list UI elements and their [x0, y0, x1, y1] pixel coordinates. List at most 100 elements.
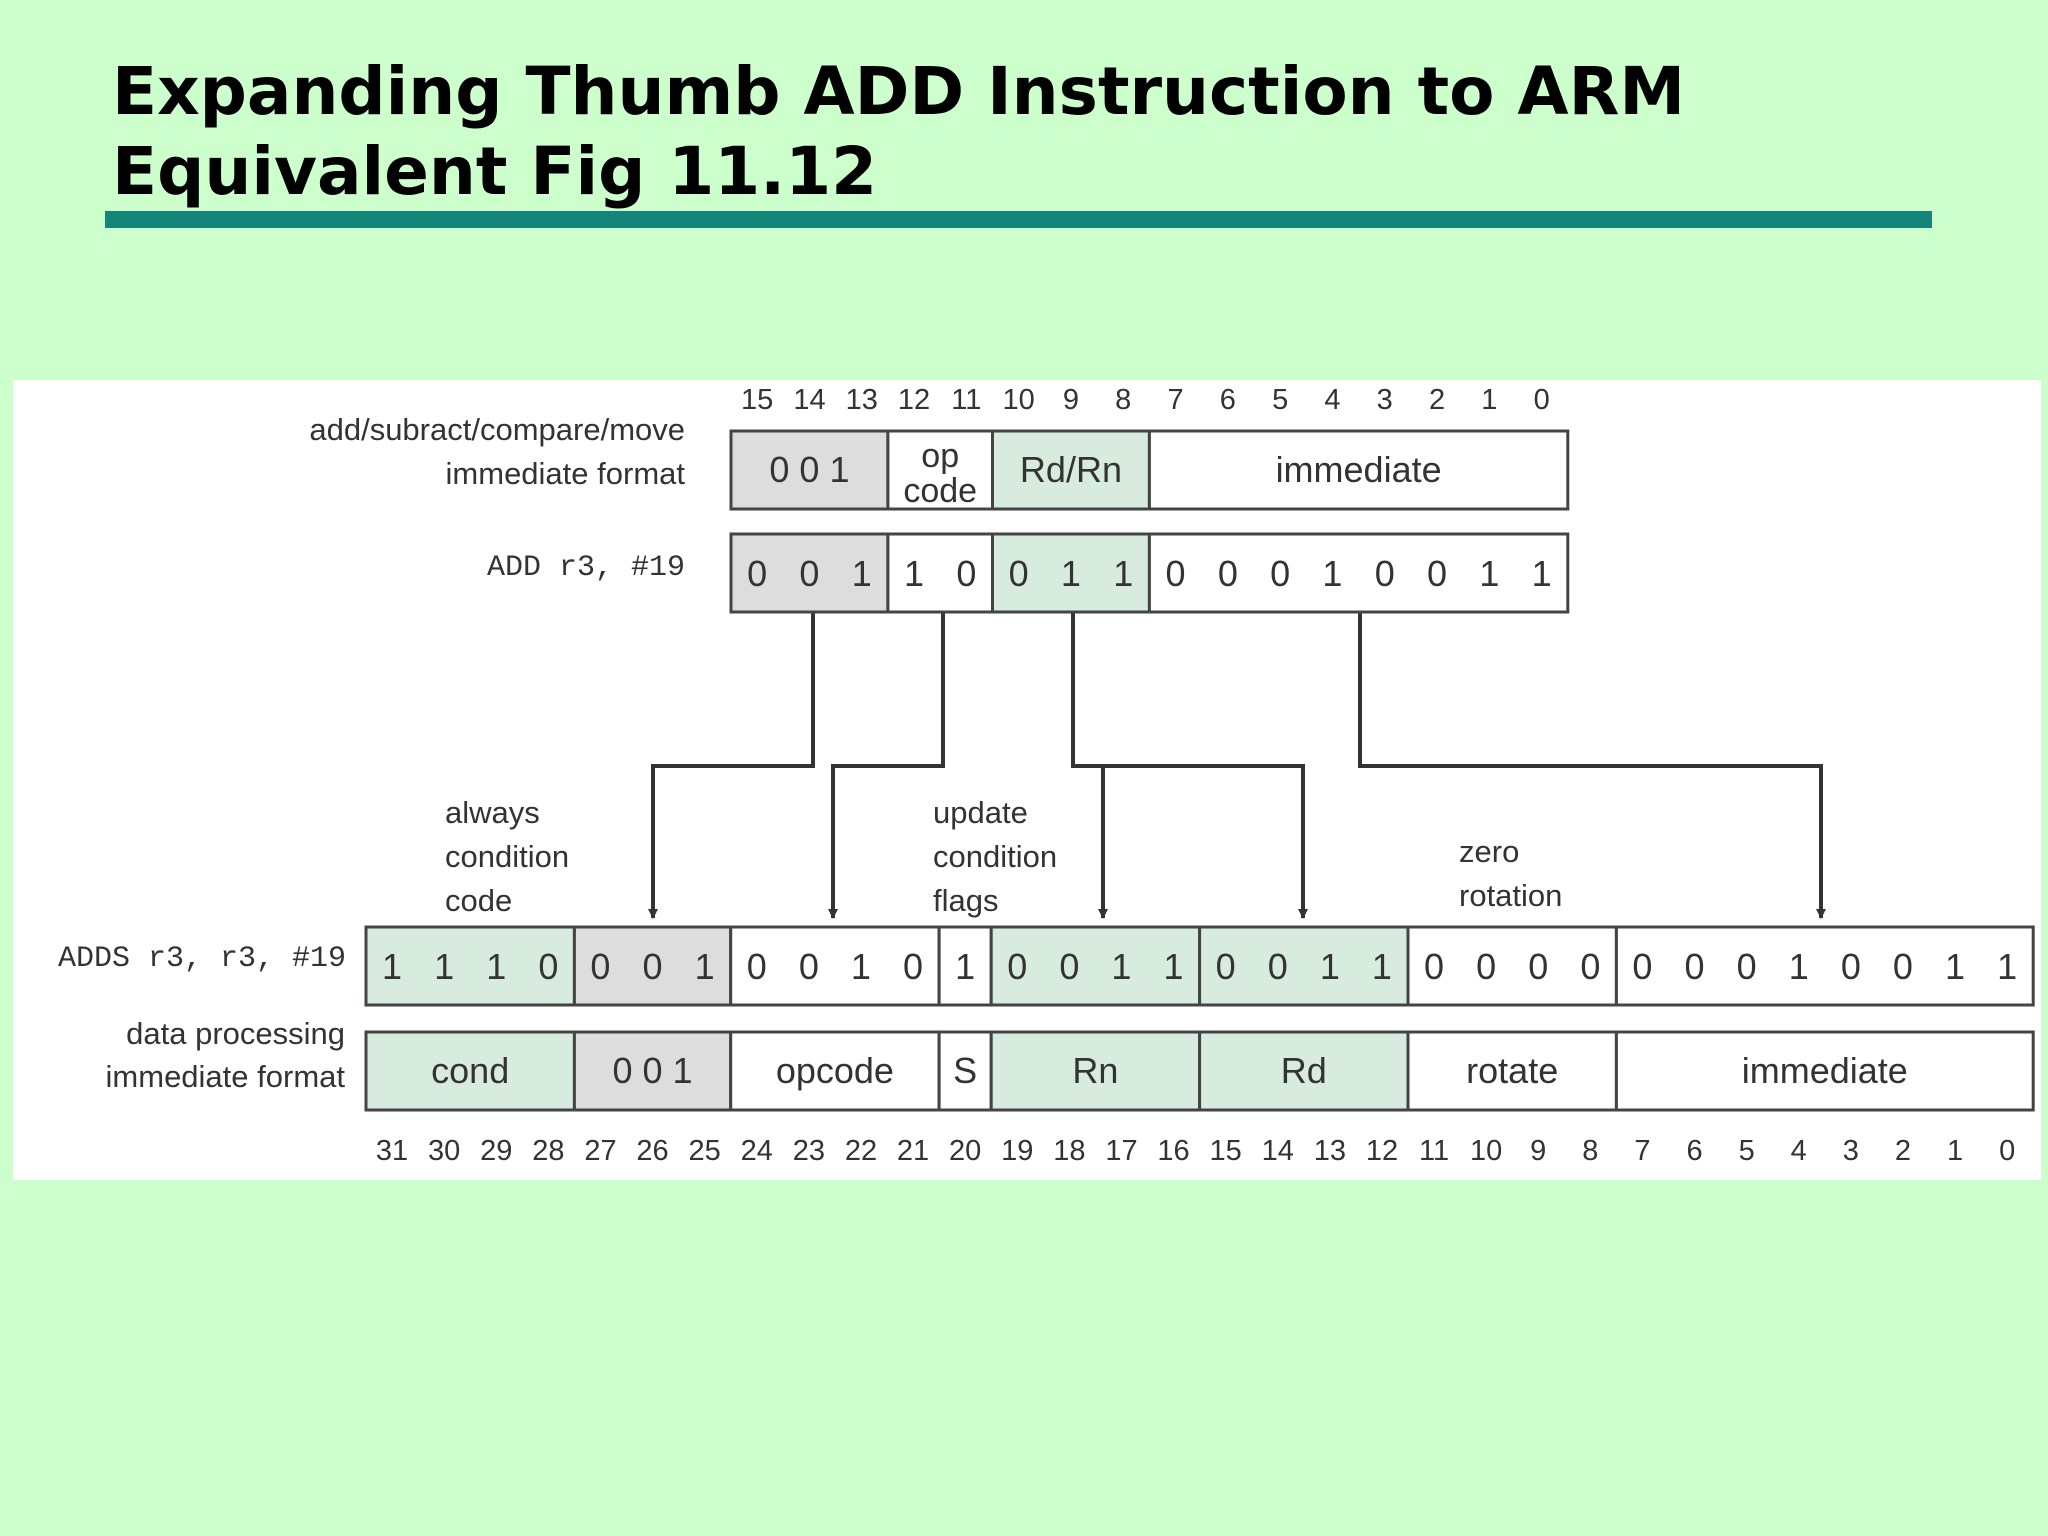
- arm-instruction-field: [572, 925, 733, 1007]
- arm-instruction-bit: 1: [382, 946, 402, 987]
- arm-bit-number: 24: [741, 1135, 773, 1167]
- always-condition-label-line3: code: [445, 883, 512, 918]
- arm-bit-number: 20: [949, 1135, 981, 1167]
- arm-bit-number: 25: [689, 1135, 721, 1167]
- thumb-bit-number: 4: [1324, 384, 1340, 416]
- arm-instruction-bit: 1: [1789, 946, 1809, 987]
- thumb-bit-number: 9: [1063, 384, 1079, 416]
- instruction-diagram: add/subract/compare/move immediate forma…: [58, 384, 2035, 1167]
- arm-bit-number: 1: [1947, 1135, 1963, 1167]
- arm-format-field-label: rotate: [1466, 1050, 1558, 1091]
- thumb-format-field: [886, 429, 995, 511]
- thumb-instruction-bit: 1: [904, 553, 924, 594]
- arm-instruction-bit: 0: [1737, 946, 1757, 987]
- instruction-format-figure: add/subract/compare/move immediate forma…: [13, 380, 2041, 1180]
- arm-bit-number: 16: [1157, 1135, 1189, 1167]
- thumb-bit-number: 7: [1167, 384, 1183, 416]
- arm-instruction-bit: 1: [1111, 946, 1131, 987]
- arm-instruction-bit: 0: [1632, 946, 1652, 987]
- arm-bit-number: 10: [1470, 1135, 1502, 1167]
- thumb-instruction-bit: 0: [1270, 553, 1290, 594]
- arm-bit-number: 8: [1582, 1135, 1598, 1167]
- thumb-bit-number: 11: [951, 384, 981, 416]
- thumb-instruction-label: ADD r3, #19: [487, 551, 685, 585]
- arm-instruction-bit: 1: [1372, 946, 1392, 987]
- title-underline: [105, 211, 1932, 228]
- arm-bit-number: 26: [636, 1135, 668, 1167]
- thumb-format-field-label: op: [921, 437, 959, 475]
- arm-instruction-bit: 0: [1476, 946, 1496, 987]
- arm-instruction-field: [1198, 925, 1410, 1007]
- arrow-001-to-arm: [648, 611, 815, 919]
- thumb-format-field-label: immediate: [1276, 449, 1442, 490]
- arm-bit-number: 30: [428, 1135, 460, 1167]
- thumb-instruction-bit: 1: [1061, 553, 1081, 594]
- arm-format-field: [1198, 1030, 1410, 1112]
- arm-instruction-bit: 1: [955, 946, 975, 987]
- arm-instruction-bit: 0: [1841, 946, 1861, 987]
- thumb-bit-number: 1: [1481, 384, 1497, 416]
- arm-format-field: [1406, 1030, 1618, 1112]
- arm-format-field-label: cond: [431, 1050, 509, 1091]
- arm-instruction-bit: 0: [903, 946, 923, 987]
- thumb-bit-number: 15: [741, 384, 773, 416]
- always-condition-label-line2: condition: [445, 839, 569, 874]
- arm-instruction-field: [937, 925, 993, 1007]
- arm-instruction-bit: 1: [486, 946, 506, 987]
- arm-format-field-label: Rd: [1281, 1050, 1327, 1091]
- thumb-instruction-bit: 0: [1375, 553, 1395, 594]
- arm-instruction-bit: 0: [538, 946, 558, 987]
- arm-bit-number: 15: [1210, 1135, 1242, 1167]
- thumb-format-field-label: Rd/Rn: [1020, 449, 1122, 490]
- arm-instruction-bit: 0: [1685, 946, 1705, 987]
- thumb-bit-number: 14: [793, 384, 825, 416]
- arm-bit-number: 21: [897, 1135, 929, 1167]
- thumb-instruction-bit: 1: [1479, 553, 1499, 594]
- zero-rotation-label-line2: rotation: [1459, 878, 1562, 913]
- title-line-2: Equivalent Fig 11.12: [112, 133, 878, 210]
- title-line-1: Expanding Thumb ADD Instruction to ARM: [112, 53, 1686, 130]
- arm-bit-number: 0: [1999, 1135, 2015, 1167]
- arm-format-field: [937, 1030, 993, 1112]
- arm-bit-number: 7: [1634, 1135, 1650, 1167]
- thumb-format-field-label: code: [903, 472, 977, 510]
- thumb-bit-number: 5: [1272, 384, 1288, 416]
- thumb-instruction-bit: 0: [1009, 553, 1029, 594]
- arm-instruction-bit: 1: [695, 946, 715, 987]
- arm-format-field: [1614, 1030, 2035, 1112]
- thumb-instruction-bit: 1: [1532, 553, 1552, 594]
- thumb-bit-number: 10: [1003, 384, 1035, 416]
- arm-bit-number: 27: [584, 1135, 616, 1167]
- arm-instruction-bit: 0: [1424, 946, 1444, 987]
- arm-instruction-label: ADDS r3, r3, #19: [58, 942, 346, 976]
- arm-format-field-label: S: [953, 1050, 977, 1091]
- arm-bit-number: 9: [1530, 1135, 1546, 1167]
- arm-bit-number: 23: [793, 1135, 825, 1167]
- page-title: Expanding Thumb ADD Instruction to ARM E…: [112, 52, 1912, 212]
- thumb-instruction-bit: 0: [747, 553, 767, 594]
- arm-format-field: [729, 1030, 941, 1112]
- arm-instruction-field: [1614, 925, 2035, 1007]
- thumb-instruction-bit: 1: [852, 553, 872, 594]
- arm-instruction-field: [1406, 925, 1618, 1007]
- arm-instruction-bit: 0: [643, 946, 663, 987]
- arm-instruction-bit: 1: [1320, 946, 1340, 987]
- arm-bit-number: 2: [1895, 1135, 1911, 1167]
- update-flags-label-line1: update: [933, 795, 1028, 830]
- arm-instruction-bit: 0: [1893, 946, 1913, 987]
- arm-instruction-bit: 1: [1997, 946, 2017, 987]
- arm-instruction-bit: 1: [434, 946, 454, 987]
- arm-bit-number: 29: [480, 1135, 512, 1167]
- update-flags-label-line2: condition: [933, 839, 1057, 874]
- thumb-instruction-field: [1147, 532, 1570, 614]
- arm-instruction-bit: 0: [1059, 946, 1079, 987]
- thumb-format-label-line2: immediate format: [446, 456, 686, 491]
- arm-instruction-bit: 1: [851, 946, 871, 987]
- arm-instruction-bit: 0: [1268, 946, 1288, 987]
- arm-bit-number: 5: [1739, 1135, 1755, 1167]
- arm-format-label-line2: immediate format: [106, 1059, 346, 1094]
- thumb-bit-number: 6: [1220, 384, 1236, 416]
- thumb-format-field: [1147, 429, 1570, 511]
- arm-format-field: [989, 1030, 1202, 1112]
- arm-instruction-bit: 0: [1580, 946, 1600, 987]
